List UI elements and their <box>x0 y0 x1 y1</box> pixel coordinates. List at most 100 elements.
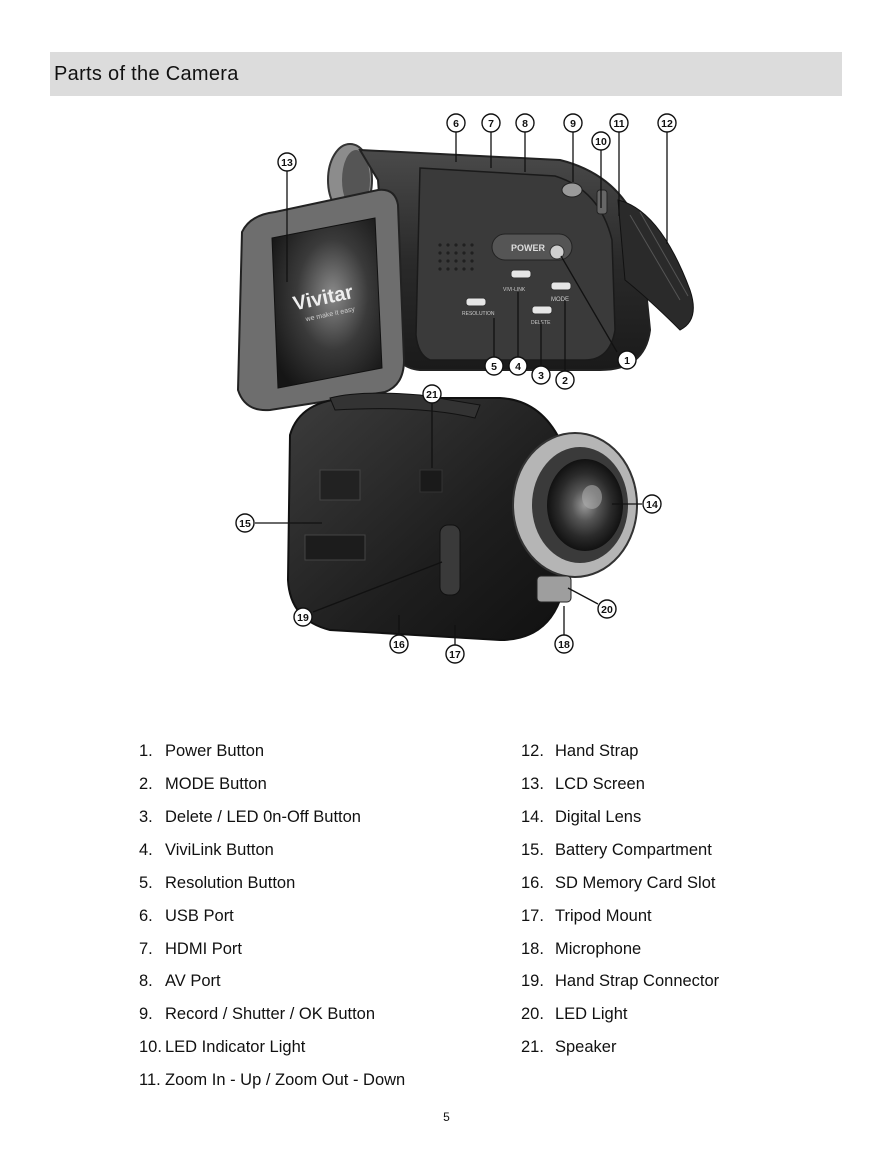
camera-parts-figure: POWER VIVI-LINK MODE RESOLUTION DELETE V… <box>235 113 694 664</box>
callout-3: 3 <box>531 365 551 385</box>
callout-2: 2 <box>555 370 575 390</box>
part-label: Tripod Mount <box>555 907 652 925</box>
callout-12: 12 <box>657 113 677 133</box>
part-number: 10. <box>139 1038 162 1056</box>
part-item: 9.Record / Shutter / OK Button <box>139 1005 375 1024</box>
part-label: Power Button <box>165 742 265 760</box>
part-item: 13.LCD Screen <box>521 775 645 794</box>
callout-5: 5 <box>484 356 504 376</box>
callout-21: 21 <box>422 384 442 404</box>
part-label: Zoom In - Up / Zoom Out - Down <box>165 1071 406 1089</box>
part-item: 16. SD Memory Card Slot <box>521 874 715 893</box>
part-item: 6. USB Port <box>139 907 234 926</box>
callout-19: 19 <box>293 607 313 627</box>
svg-text:10: 10 <box>595 136 607 148</box>
part-item: 20. LED Light <box>521 1005 627 1024</box>
svg-text:14: 14 <box>646 499 658 511</box>
section-heading-bar: Parts of the Camera <box>50 52 842 96</box>
svg-text:1: 1 <box>624 355 630 367</box>
part-label: Battery Compartment <box>555 841 712 859</box>
part-label: ViviLink Button <box>165 841 274 859</box>
part-label: Delete / LED 0n-Off Button <box>165 808 361 826</box>
part-number: 8. <box>139 972 153 990</box>
callout-15: 15 <box>235 513 255 533</box>
svg-text:17: 17 <box>449 649 461 661</box>
callout-7: 7 <box>481 113 501 133</box>
callout-14: 14 <box>642 494 662 514</box>
svg-text:7: 7 <box>488 118 494 130</box>
part-item: 3. Delete / LED 0n-Off Button <box>139 808 361 827</box>
svg-text:5: 5 <box>491 361 497 373</box>
svg-text:18: 18 <box>558 639 570 651</box>
callout-18: 18 <box>554 634 574 654</box>
part-number: 19. <box>521 972 544 990</box>
part-label: Speaker <box>555 1038 617 1056</box>
part-number: 7. <box>139 940 153 958</box>
svg-text:2: 2 <box>562 375 568 387</box>
camera-front-view <box>286 392 638 642</box>
callout-20: 20 <box>597 599 617 619</box>
part-label: Hand Strap <box>555 742 639 760</box>
callout-8: 8 <box>515 113 535 133</box>
part-item: 15. Battery Compartment <box>521 841 712 860</box>
part-label: LED Indicator Light <box>165 1038 306 1056</box>
svg-text:9: 9 <box>570 118 576 130</box>
part-label: Resolution Button <box>165 874 296 892</box>
svg-text:21: 21 <box>426 389 438 401</box>
section-title: Parts of the Camera <box>54 63 239 85</box>
part-label: USB Port <box>165 907 234 925</box>
power-label: POWER <box>511 243 546 253</box>
callout-9: 9 <box>563 113 583 133</box>
callout-10: 10 <box>591 131 611 151</box>
part-item: 19. Hand Strap Connector <box>521 972 719 991</box>
svg-text:19: 19 <box>297 612 309 624</box>
part-number: 17. <box>521 907 544 925</box>
part-number: 11. <box>139 1071 161 1089</box>
svg-text:6: 6 <box>453 118 459 130</box>
part-label: HDMI Port <box>165 940 243 958</box>
mode-label: MODE <box>551 297 569 303</box>
svg-text:4: 4 <box>515 361 521 373</box>
part-item: 12. Hand Strap <box>521 742 638 761</box>
callout-16: 16 <box>389 634 409 654</box>
part-item: 4. ViviLink Button <box>139 841 274 860</box>
part-number: 14. <box>521 808 544 826</box>
part-number: 4. <box>139 841 153 859</box>
callout-17: 17 <box>445 644 465 664</box>
part-label: SD Memory Card Slot <box>555 874 716 892</box>
part-item: 2. MODE Button <box>139 775 267 794</box>
part-number: 20. <box>521 1005 544 1023</box>
svg-text:16: 16 <box>393 639 405 651</box>
svg-text:8: 8 <box>522 118 528 130</box>
svg-text:12: 12 <box>661 118 673 130</box>
vivilink-label: VIVI-LINK <box>503 287 526 293</box>
part-number: 15. <box>521 841 544 859</box>
part-label: LED Light <box>555 1005 628 1023</box>
part-number: 2. <box>139 775 153 793</box>
part-item: 5. Resolution Button <box>139 874 295 893</box>
part-number: 6. <box>139 907 153 925</box>
svg-text:11: 11 <box>613 118 624 130</box>
part-label: Hand Strap Connector <box>555 972 720 990</box>
part-label: LCD Screen <box>555 775 645 793</box>
part-number: 12. <box>521 742 544 760</box>
callout-4: 4 <box>508 356 528 376</box>
part-item: 14. Digital Lens <box>521 808 641 827</box>
part-label: Record / Shutter / OK Button <box>165 1005 376 1023</box>
part-label: Digital Lens <box>555 808 642 826</box>
part-label: MODE Button <box>165 775 267 793</box>
resolution-label: RESOLUTION <box>462 311 495 317</box>
part-item: 18.Microphone <box>521 940 641 959</box>
callout-13: 13 <box>277 152 297 172</box>
part-label: AV Port <box>165 972 221 990</box>
callout-6: 6 <box>446 113 466 133</box>
part-number: 3. <box>139 808 153 826</box>
svg-text:3: 3 <box>538 370 544 382</box>
part-item: 21.Speaker <box>521 1038 616 1057</box>
callouts: 6 7 8 9 10 11 12 13 1 2 3 4 5 21 14 15 1… <box>235 113 677 664</box>
svg-text:20: 20 <box>601 604 613 616</box>
part-number: 16. <box>521 874 544 892</box>
part-number: 5. <box>139 874 153 892</box>
part-item: 17. Tripod Mount <box>521 907 652 926</box>
